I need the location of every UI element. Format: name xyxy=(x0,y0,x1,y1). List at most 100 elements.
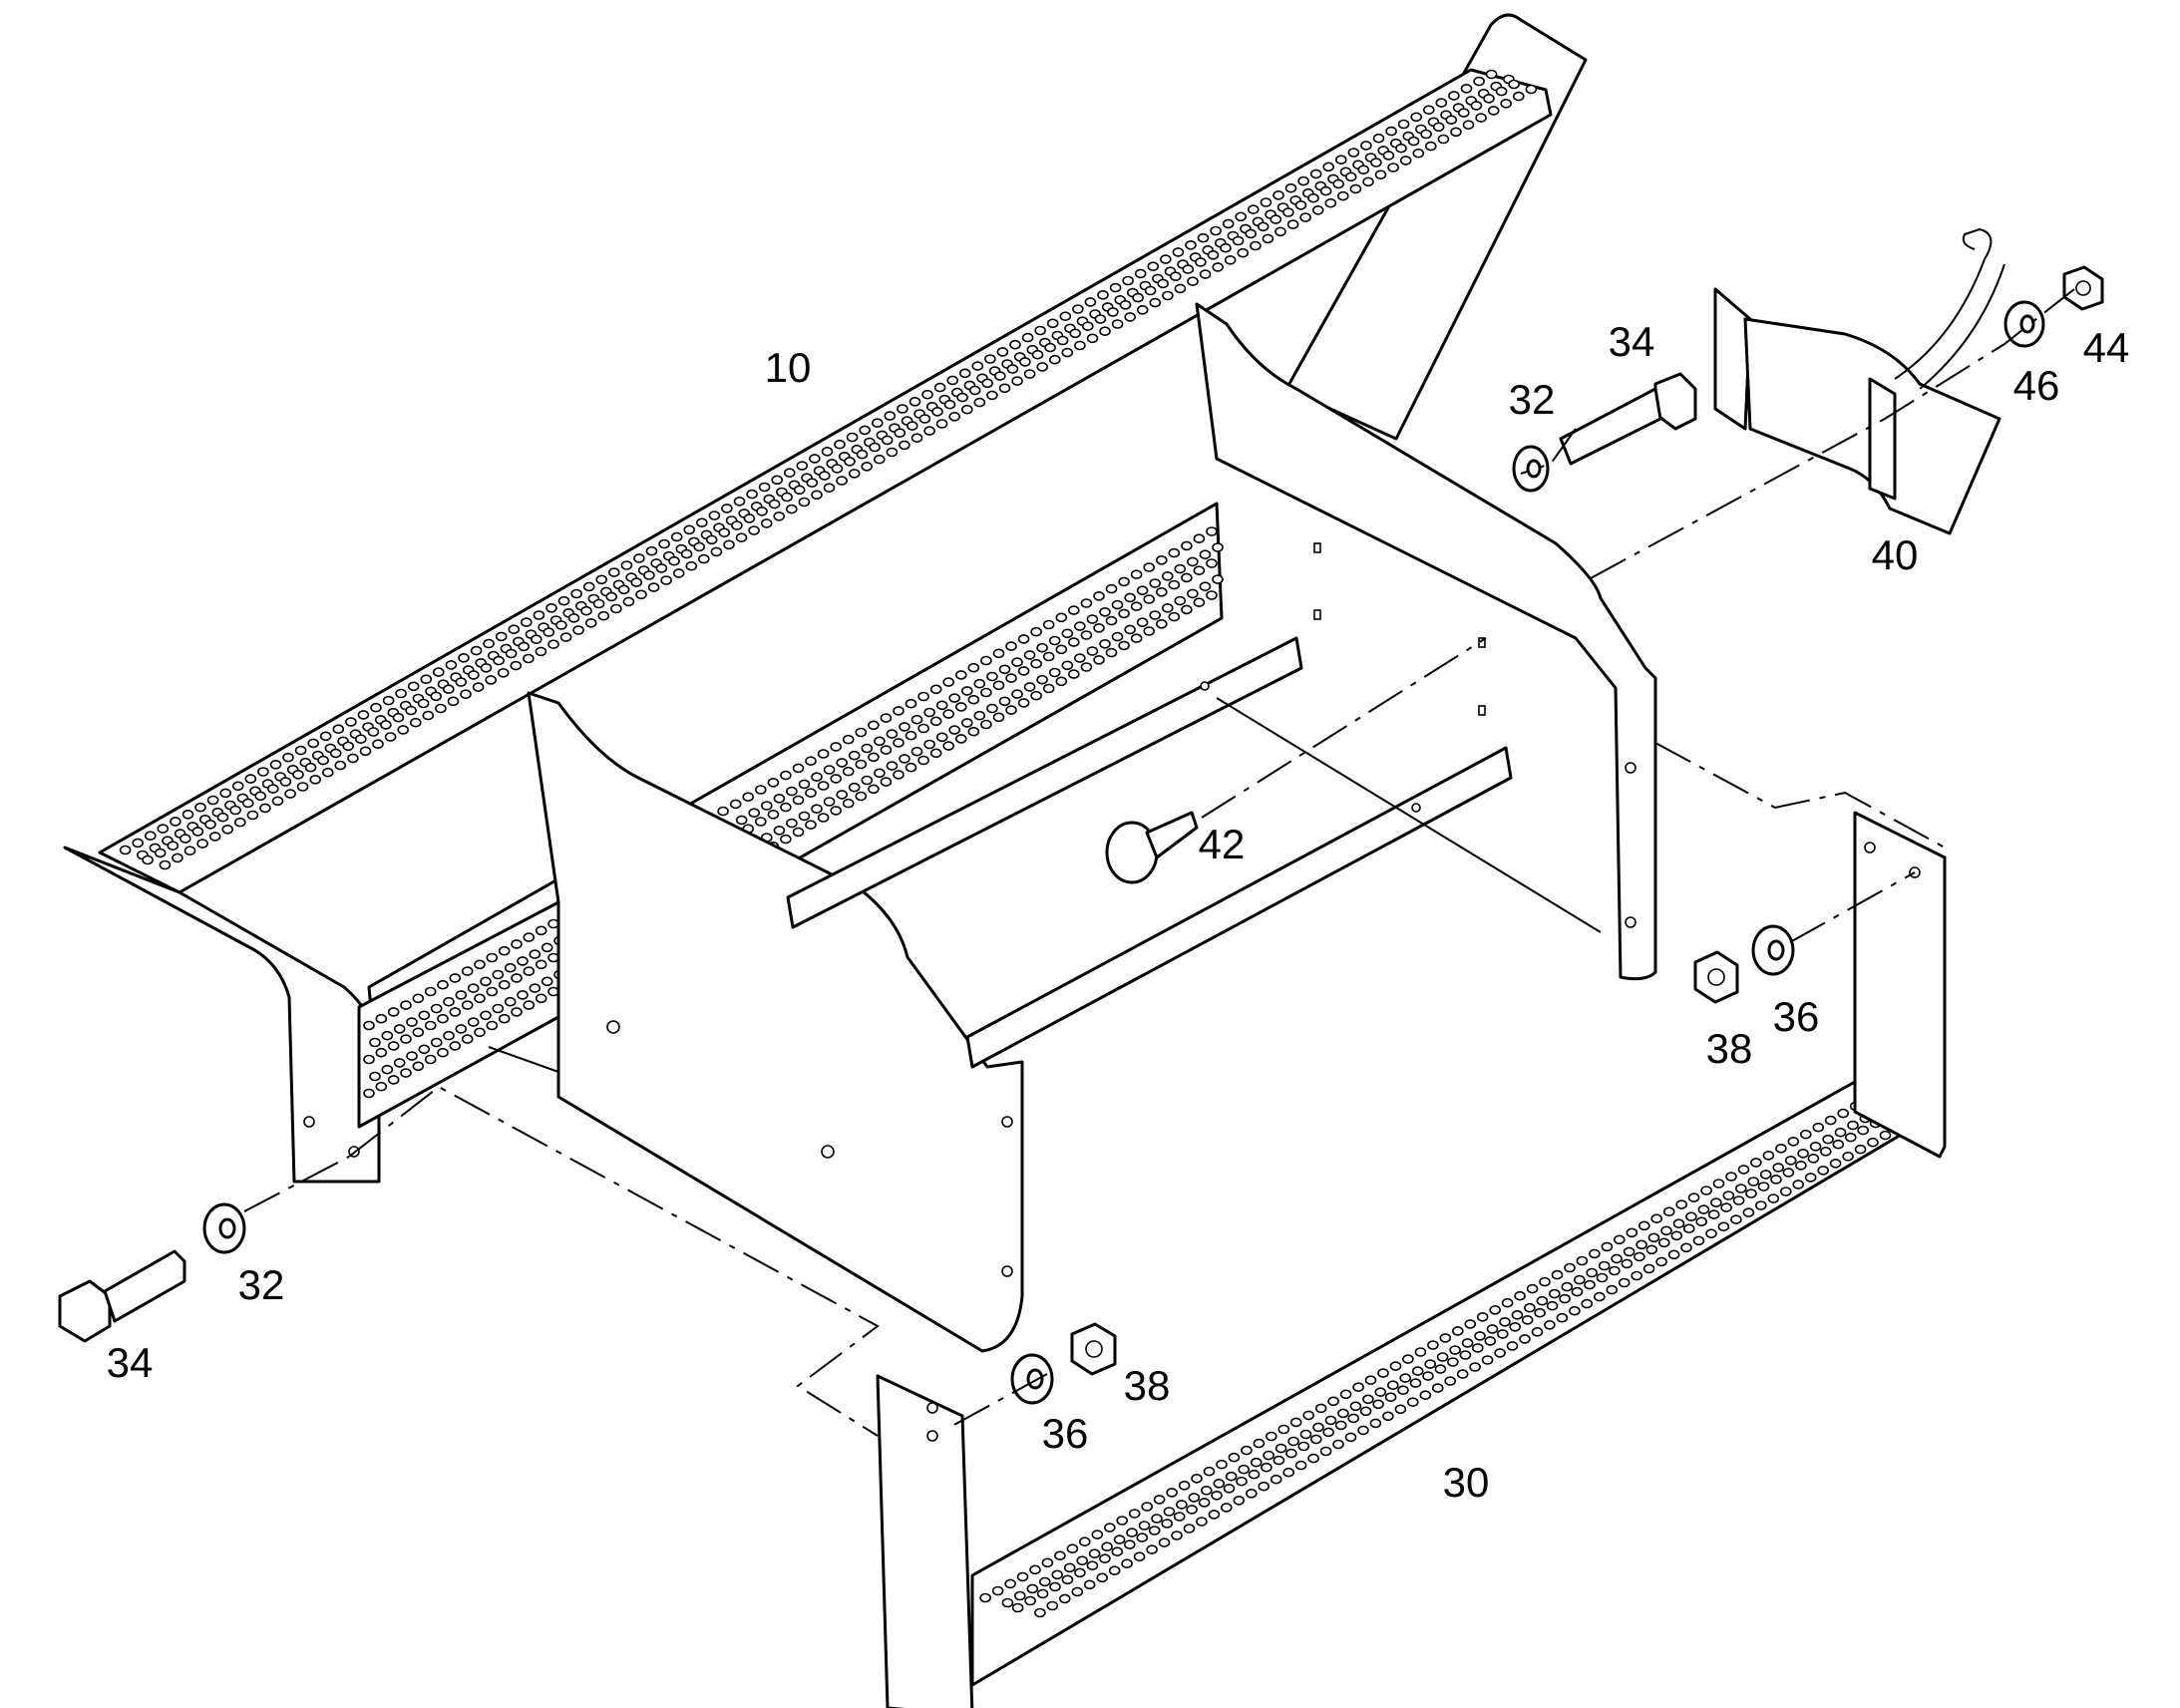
tread-hole xyxy=(1402,1354,1414,1364)
tread-hole xyxy=(1149,610,1161,620)
tread-hole xyxy=(1299,1429,1312,1440)
tread-hole xyxy=(1168,547,1181,558)
tread-hole xyxy=(1245,228,1257,239)
tread-hole xyxy=(231,781,244,792)
tread-hole xyxy=(670,531,683,542)
tread-hole xyxy=(1030,626,1042,637)
tread-hole xyxy=(620,560,633,570)
tread-hole xyxy=(823,797,836,807)
tread-hole xyxy=(461,1000,474,1010)
tread-hole xyxy=(1384,1392,1397,1402)
tread-hole xyxy=(1662,1206,1675,1216)
tread-hole xyxy=(818,471,831,481)
tread-hole xyxy=(363,1020,375,1031)
tread-hole xyxy=(992,648,1005,659)
tread-hole xyxy=(1059,1593,1071,1604)
tread-hole xyxy=(1124,592,1136,603)
tread-hole xyxy=(1456,1369,1469,1379)
tread-hole xyxy=(424,1020,437,1031)
tread-hole xyxy=(923,426,935,436)
tread-hole xyxy=(655,563,668,573)
tread-hole xyxy=(1483,94,1495,104)
tread-hole xyxy=(182,809,194,820)
tread-hole xyxy=(848,750,861,761)
tread-hole xyxy=(834,439,846,450)
tread-hole xyxy=(486,986,499,997)
tread-hole xyxy=(1647,1232,1660,1243)
tread-hole xyxy=(1004,1578,1016,1589)
tread-hole xyxy=(1086,646,1099,656)
tread-hole xyxy=(1387,163,1399,172)
tread-hole xyxy=(1162,570,1174,581)
tread-hole xyxy=(1108,1565,1121,1575)
tread-hole xyxy=(894,428,907,439)
tread-hole xyxy=(1282,1467,1294,1478)
tread-hole xyxy=(980,687,992,698)
tread-hole xyxy=(742,792,755,803)
tread-hole xyxy=(855,791,868,802)
tread-hole xyxy=(483,638,495,649)
tread-hole xyxy=(1272,190,1284,200)
tread-hole xyxy=(511,1007,523,1017)
tread-hole xyxy=(946,375,959,386)
tread-hole xyxy=(1141,1502,1153,1512)
tread-hole xyxy=(1174,595,1187,606)
tread-hole xyxy=(1222,218,1235,229)
tread-hole xyxy=(1324,1415,1337,1426)
tread-hole xyxy=(917,723,929,734)
tread-hole xyxy=(369,1037,381,1048)
tread-hole xyxy=(1250,1457,1263,1468)
tread-hole xyxy=(1319,185,1332,196)
tread-hole xyxy=(1519,1334,1531,1344)
tread-hole xyxy=(1359,1406,1372,1417)
tread-hole xyxy=(1207,250,1220,260)
tread-hole xyxy=(455,677,468,687)
tread-hole xyxy=(559,632,572,642)
tread-hole xyxy=(492,1003,505,1014)
tread-hole xyxy=(523,966,536,976)
tread-hole xyxy=(960,718,973,728)
tread-hole xyxy=(1601,1241,1614,1252)
tread-hole xyxy=(196,839,208,849)
tread-hole xyxy=(474,1027,486,1038)
tread-hole xyxy=(1046,1600,1059,1611)
tread-hole xyxy=(1473,76,1485,87)
tread-hole xyxy=(493,655,505,666)
tread-hole xyxy=(786,786,798,797)
tread-hole xyxy=(1448,91,1460,101)
tread-hole xyxy=(1837,1108,1849,1119)
tread-hole xyxy=(595,574,608,585)
tread-hole xyxy=(460,689,472,700)
tread-hole xyxy=(645,545,658,556)
tread-hole xyxy=(467,983,480,993)
tread-hole xyxy=(1096,1572,1108,1583)
tread-hole xyxy=(172,853,183,863)
tread-hole xyxy=(354,734,367,745)
tread-hole xyxy=(1017,698,1030,708)
tread-hole xyxy=(1307,192,1319,203)
tread-hole xyxy=(942,741,955,751)
tread-hole xyxy=(981,378,994,389)
tread-hole xyxy=(1730,1214,1742,1224)
tread-hole xyxy=(430,691,443,702)
tread-hole xyxy=(154,848,167,858)
tread-hole xyxy=(1130,633,1143,644)
tread-hole xyxy=(1282,207,1294,217)
tread-hole xyxy=(1270,214,1282,224)
tread-hole xyxy=(1136,617,1149,628)
tread-hole xyxy=(1161,1519,1173,1529)
tread-hole xyxy=(1461,1338,1474,1348)
tread-hole xyxy=(1879,1130,1892,1141)
tread-hole xyxy=(1019,357,1031,367)
tread-hole xyxy=(317,755,329,766)
tread-hole xyxy=(780,802,792,813)
tread-hole xyxy=(1128,1509,1141,1519)
tread-hole xyxy=(1121,1558,1133,1568)
tread-hole xyxy=(1382,151,1395,161)
tread-hole xyxy=(1132,292,1144,303)
tread-hole xyxy=(805,820,817,831)
tread-hole xyxy=(1680,1242,1692,1253)
tread-hole xyxy=(592,598,605,609)
tread-hole xyxy=(1118,576,1130,587)
tread-hole xyxy=(498,979,511,990)
